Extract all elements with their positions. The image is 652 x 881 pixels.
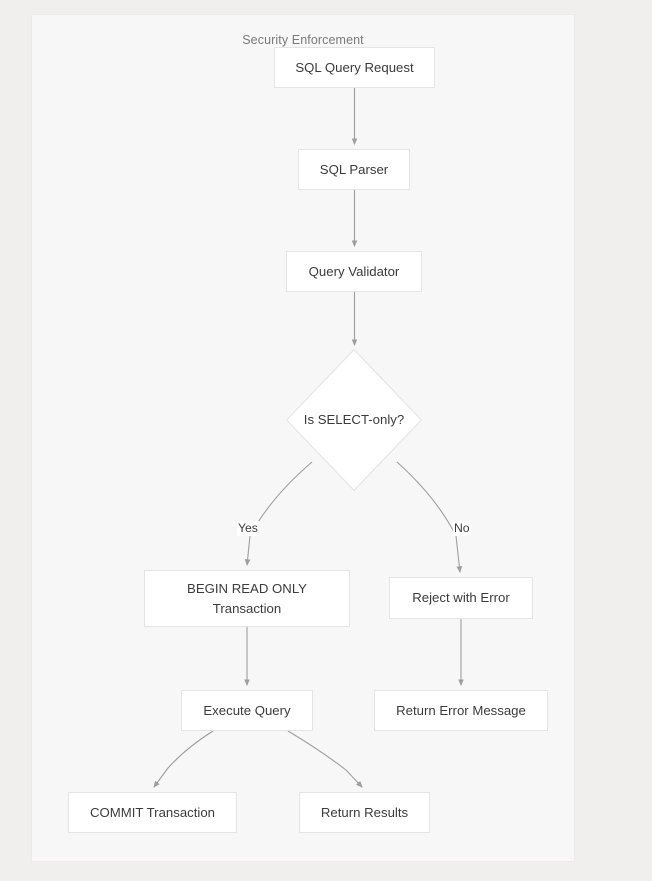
- edge-execute-to-commit: [153, 730, 214, 788]
- node-label: SQL Query Request: [295, 59, 414, 75]
- node-label: Return Error Message: [396, 702, 526, 718]
- node-label: SQL Parser: [319, 161, 389, 177]
- node-sql-parser[interactable]: SQL Parser: [298, 149, 410, 190]
- edge-label-yes: Yes: [237, 521, 259, 536]
- edge-execute-to-results: [287, 730, 363, 788]
- node-label: Return Results: [320, 804, 409, 820]
- node-query-validator[interactable]: Query Validator: [286, 251, 422, 292]
- node-execute-query[interactable]: Execute Query: [181, 690, 313, 731]
- node-commit-transaction[interactable]: COMMIT Transaction: [68, 792, 237, 833]
- node-label: Is SELECT-only?: [303, 412, 405, 427]
- node-return-error-message[interactable]: Return Error Message: [374, 690, 548, 731]
- node-label: Query Validator: [308, 263, 400, 279]
- diamond-icon: [286, 349, 422, 491]
- node-label: Execute Query: [203, 702, 291, 718]
- node-sql-query-request[interactable]: SQL Query Request: [274, 47, 435, 88]
- node-return-results[interactable]: Return Results: [299, 792, 430, 833]
- node-label: COMMIT Transaction: [89, 804, 216, 820]
- edge-label-no: No: [453, 521, 471, 536]
- node-begin-read-only-transaction[interactable]: BEGIN READ ONLY Transaction: [144, 570, 350, 627]
- cluster-title: Security Enforcement: [242, 33, 364, 47]
- node-reject-with-error[interactable]: Reject with Error: [389, 577, 533, 619]
- node-label: Reject with Error: [412, 590, 510, 605]
- node-is-select-only-decision[interactable]: Is SELECT-only?: [286, 349, 422, 491]
- node-label: BEGIN READ ONLY Transaction: [187, 580, 307, 616]
